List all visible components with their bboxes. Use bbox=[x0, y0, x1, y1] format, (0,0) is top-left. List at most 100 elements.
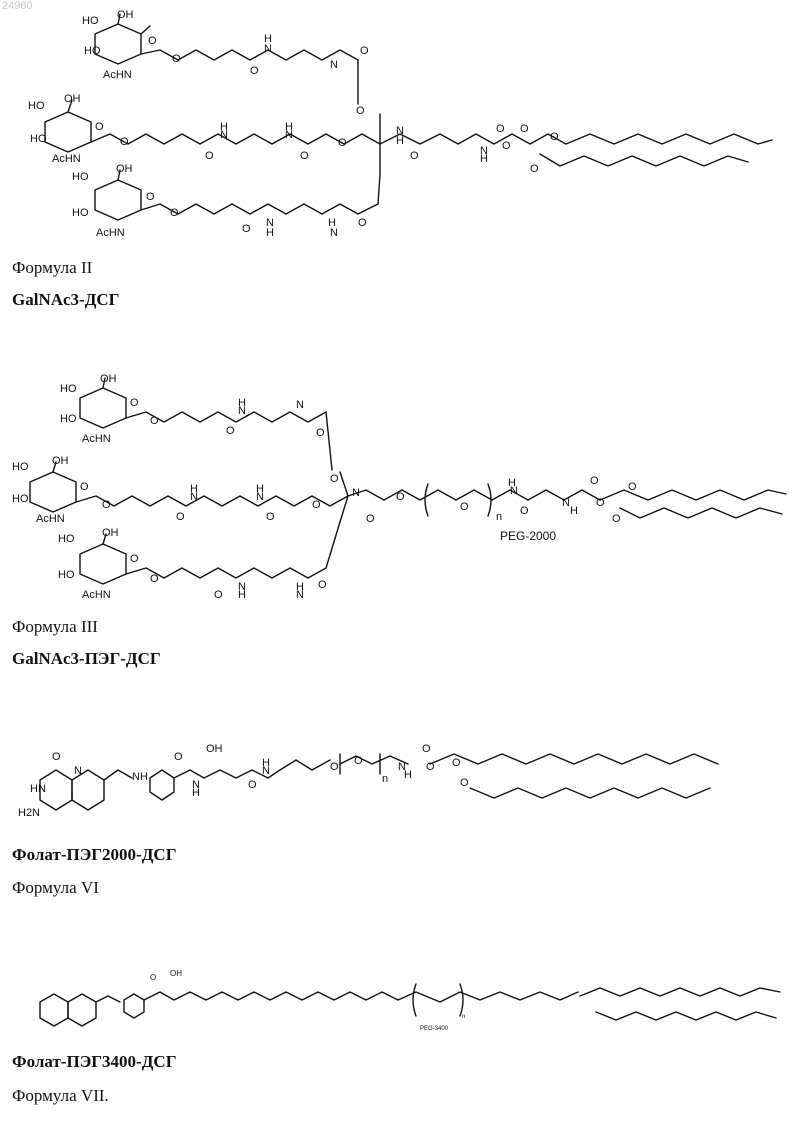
svg-text:O: O bbox=[170, 207, 179, 219]
svg-text:HO: HO bbox=[58, 533, 75, 545]
svg-text:O: O bbox=[150, 573, 159, 585]
svg-text:HO: HO bbox=[82, 15, 99, 27]
repeat-label-vii: n bbox=[462, 1014, 465, 1020]
peg-label-vii: PEG-3400 bbox=[420, 1026, 449, 1032]
svg-text:O: O bbox=[174, 751, 183, 763]
formula-ii-compound-name: GalNAc3-ДСГ bbox=[12, 290, 120, 310]
svg-text:HO: HO bbox=[60, 413, 77, 425]
galnac-ring-3 bbox=[80, 544, 126, 584]
svg-text:N: N bbox=[352, 487, 360, 499]
svg-text:N: N bbox=[330, 227, 338, 239]
svg-text:O: O bbox=[330, 761, 339, 773]
svg-text:O: O bbox=[250, 65, 259, 77]
svg-text:O: O bbox=[148, 35, 157, 47]
galnac-ring-2 bbox=[45, 112, 91, 152]
svg-text:O: O bbox=[628, 481, 637, 493]
svg-text:O: O bbox=[146, 191, 155, 203]
svg-text:N: N bbox=[562, 497, 570, 509]
svg-text:OH: OH bbox=[64, 93, 81, 105]
svg-text:AcHN: AcHN bbox=[96, 227, 125, 239]
lipid-tail-1 bbox=[580, 988, 780, 996]
svg-text:N: N bbox=[256, 491, 264, 503]
svg-text:H: H bbox=[396, 135, 404, 147]
svg-text:O: O bbox=[130, 553, 139, 565]
svg-text:O: O bbox=[422, 743, 431, 755]
formula-iii-compound-name: GalNAc3-ПЭГ-ДСГ bbox=[12, 649, 161, 669]
svg-text:HN: HN bbox=[30, 783, 46, 795]
svg-text:OH: OH bbox=[117, 9, 134, 21]
svg-text:H: H bbox=[480, 153, 488, 165]
svg-text:AcHN: AcHN bbox=[36, 513, 65, 525]
peg-label-iii: PEG-2000 bbox=[500, 529, 556, 543]
svg-text:O: O bbox=[612, 513, 621, 525]
svg-text:O: O bbox=[410, 150, 419, 162]
svg-text:N: N bbox=[262, 765, 270, 777]
svg-text:O: O bbox=[366, 513, 375, 525]
svg-text:N: N bbox=[238, 405, 246, 417]
svg-text:O: O bbox=[358, 217, 367, 229]
svg-text:O: O bbox=[226, 425, 235, 437]
formula-iii-label: Формула III bbox=[12, 617, 98, 637]
svg-text:O: O bbox=[205, 150, 214, 162]
svg-text:AcHN: AcHN bbox=[52, 153, 81, 165]
formula-vii-structure: OH O n PEG-3400 bbox=[0, 960, 790, 1040]
lipid-tail-2 bbox=[596, 1012, 776, 1020]
svg-text:O: O bbox=[102, 499, 111, 511]
svg-text:H: H bbox=[266, 227, 274, 239]
svg-text:O: O bbox=[266, 511, 275, 523]
formula-iii-svg: HOOH HOAcHNO OHN ONO O HOOH HOAcHNO OHN … bbox=[0, 372, 790, 612]
svg-text:O: O bbox=[150, 973, 156, 982]
chain-2 bbox=[91, 134, 380, 144]
svg-text:O: O bbox=[214, 589, 223, 601]
formula-vii-compound-name: Фолат-ПЭГ3400-ДСГ bbox=[12, 1052, 177, 1072]
svg-text:N: N bbox=[74, 765, 82, 777]
svg-text:O: O bbox=[460, 501, 469, 513]
svg-text:O: O bbox=[80, 481, 89, 493]
lipid-tail-1 bbox=[566, 134, 772, 144]
svg-text:O: O bbox=[590, 475, 599, 487]
svg-text:O: O bbox=[300, 150, 309, 162]
galnac-ring-1 bbox=[80, 388, 126, 428]
svg-text:O: O bbox=[356, 105, 365, 117]
svg-text:O: O bbox=[520, 505, 529, 517]
svg-text:AcHN: AcHN bbox=[82, 589, 111, 601]
svg-text:HO: HO bbox=[72, 171, 89, 183]
svg-text:OH: OH bbox=[116, 163, 133, 175]
svg-text:OH: OH bbox=[102, 527, 119, 539]
svg-text:AcHN: AcHN bbox=[82, 433, 111, 445]
svg-text:O: O bbox=[338, 137, 347, 149]
svg-text:OH: OH bbox=[52, 455, 69, 467]
svg-text:O: O bbox=[172, 53, 181, 65]
lipid-tail-2 bbox=[620, 508, 782, 518]
lipid-tail-1 bbox=[430, 754, 718, 764]
svg-text:HO: HO bbox=[72, 207, 89, 219]
formula-vi-label: Формула VI bbox=[12, 878, 99, 898]
chain-2 bbox=[76, 496, 348, 506]
svg-text:N: N bbox=[296, 399, 304, 411]
svg-text:H: H bbox=[404, 769, 412, 781]
svg-text:O: O bbox=[318, 579, 327, 591]
repeat-label-vi: n bbox=[382, 773, 388, 785]
svg-text:O: O bbox=[242, 223, 251, 235]
chain-3 bbox=[126, 522, 340, 578]
pteridine-ring-1 bbox=[40, 994, 68, 1026]
svg-text:O: O bbox=[52, 751, 61, 763]
galnac-ring-2 bbox=[30, 472, 76, 512]
repeat-label-iii: n bbox=[496, 511, 502, 523]
formula-iii-structure: HOOH HOAcHNO OHN ONO O HOOH HOAcHNO OHN … bbox=[0, 372, 790, 612]
svg-text:N: N bbox=[285, 129, 293, 141]
svg-text:O: O bbox=[530, 163, 539, 175]
lipid-tail-2 bbox=[470, 788, 710, 798]
svg-text:N: N bbox=[330, 59, 338, 71]
formula-vii-label: Формула VII. bbox=[12, 1086, 109, 1106]
galnac-ring-3 bbox=[95, 180, 141, 220]
svg-text:HO: HO bbox=[28, 100, 45, 112]
svg-text:OH: OH bbox=[170, 969, 182, 978]
formula-ii-structure: HOOH OHOAcHN OHN ONO O HOOH HOAcHNO OHN … bbox=[0, 4, 790, 252]
formula-vii-svg: OH O n PEG-3400 bbox=[0, 960, 790, 1040]
svg-text:NH: NH bbox=[132, 771, 148, 783]
svg-text:N: N bbox=[190, 491, 198, 503]
svg-text:H: H bbox=[192, 787, 200, 799]
svg-text:O: O bbox=[95, 121, 104, 133]
svg-text:AcHN: AcHN bbox=[103, 69, 132, 81]
